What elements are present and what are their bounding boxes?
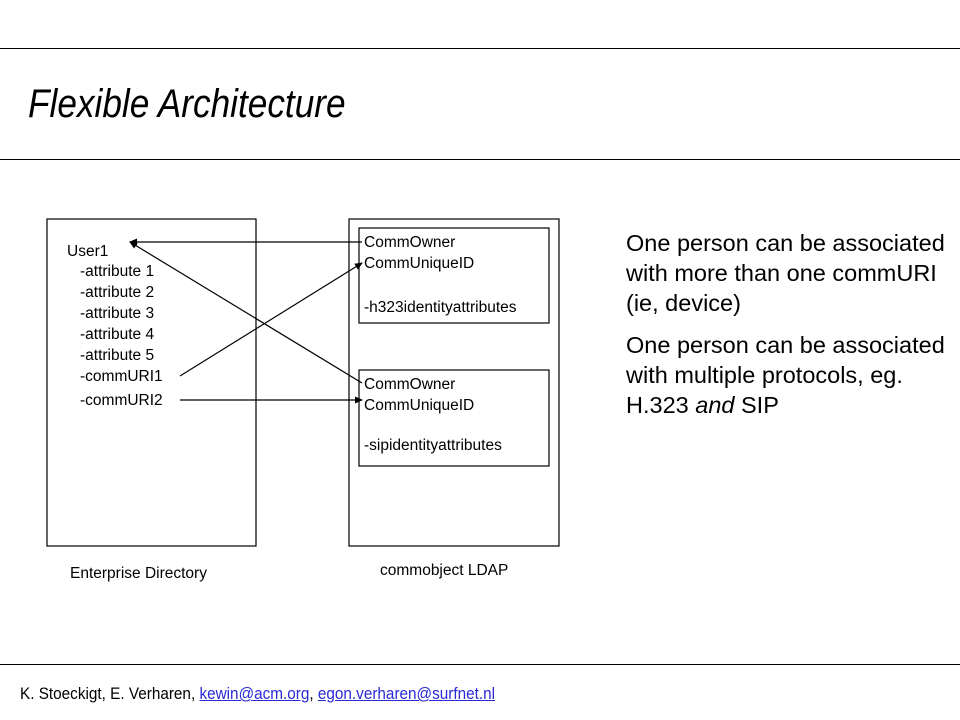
user-attribute: -attribute 4 — [80, 326, 154, 343]
side-paragraph-2-text: One person can be associated with multip… — [626, 332, 945, 418]
footer-separator: , — [309, 684, 318, 703]
email-link-egon[interactable]: egon.verharen@surfnet.nl — [317, 684, 496, 703]
user-name: User1 — [67, 243, 108, 260]
side-paragraph-2-end: SIP — [734, 392, 779, 418]
email-link-kewin[interactable]: kewin@acm.org — [199, 684, 310, 703]
h323-commobject-box — [358, 227, 550, 324]
uri1-arrow — [179, 262, 363, 377]
footer: K. Stoeckigt, E. Verharen, kewin@acm.org… — [20, 684, 495, 704]
side-paragraph-2: One person can be associated with multip… — [626, 330, 946, 420]
enterprise-directory-label: Enterprise Directory — [70, 565, 207, 582]
owner-arrow-sip — [129, 241, 363, 384]
comm-unique-id-label: CommUniqueID — [364, 255, 474, 272]
side-paragraph-1: One person can be associated with more t… — [626, 230, 945, 316]
user-attribute: -attribute 3 — [80, 305, 154, 322]
comm-unique-id-label: CommUniqueID — [364, 397, 474, 414]
user-comm-uri: -commURI1 — [80, 368, 163, 385]
top-rule — [0, 48, 960, 49]
side-paragraph-2-emphasis: and — [695, 392, 735, 418]
enterprise-directory-box — [46, 218, 257, 547]
sip-commobject-box — [358, 369, 550, 467]
h323-attributes-label: -h323identityattributes — [364, 299, 517, 316]
slide-title: Flexible Architecture — [28, 82, 346, 126]
comm-owner-label: CommOwner — [364, 234, 455, 251]
user-attribute: -attribute 2 — [80, 284, 154, 301]
footer-rule — [0, 664, 960, 665]
user-attribute: -attribute 1 — [80, 263, 154, 280]
title-rule — [0, 159, 960, 160]
comm-owner-label: CommOwner — [364, 376, 455, 393]
footer-authors: K. Stoeckigt, E. Verharen, — [20, 684, 200, 703]
user-comm-uri: -commURI2 — [80, 392, 163, 409]
user-attribute: -attribute 5 — [80, 347, 154, 364]
side-text: One person can be associated with more t… — [626, 228, 946, 432]
ldap-box — [348, 218, 560, 547]
sip-attributes-label: -sipidentityattributes — [364, 437, 502, 454]
ldap-label: commobject LDAP — [380, 562, 508, 579]
